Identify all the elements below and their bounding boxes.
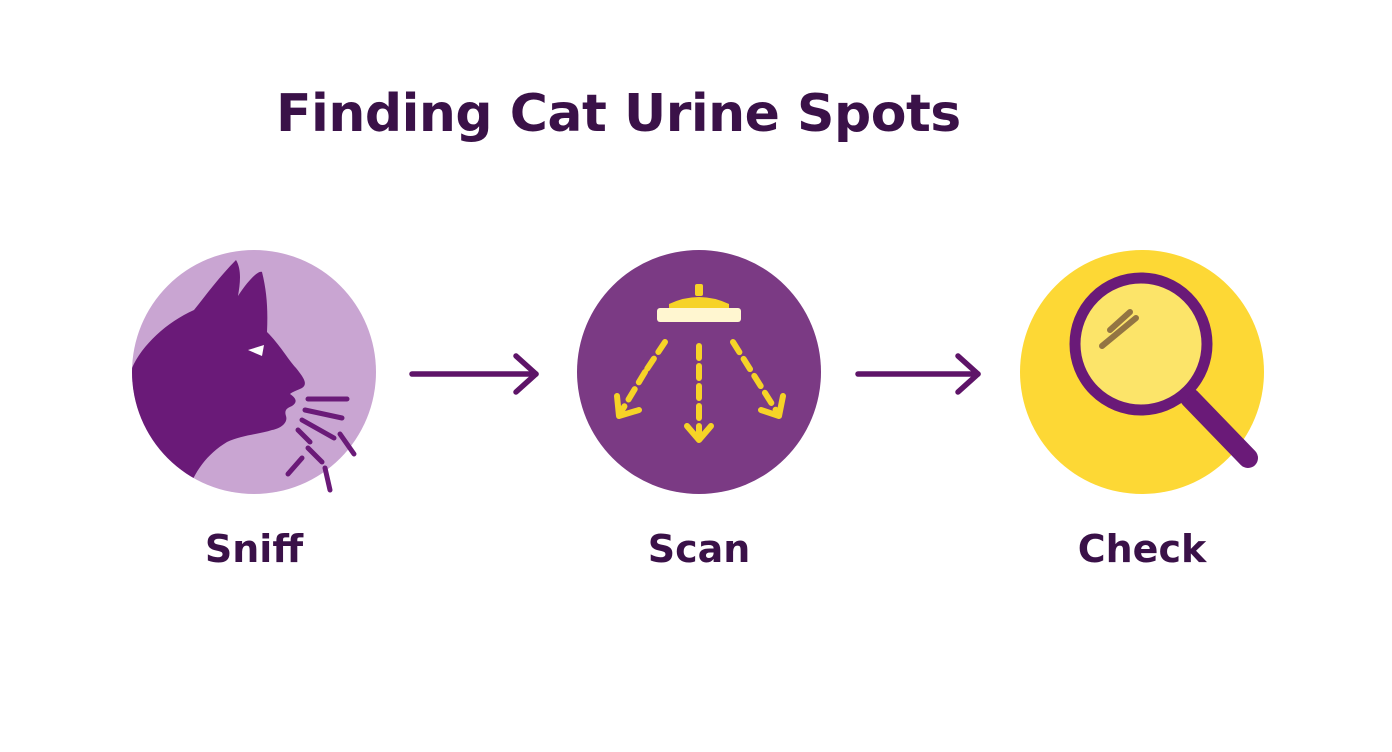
step-label-check: Check bbox=[1077, 527, 1207, 571]
magnifying-glass-icon bbox=[1020, 250, 1264, 494]
sniffing-cat-icon bbox=[132, 250, 376, 494]
arrow-right-icon bbox=[855, 353, 981, 395]
lens-glint bbox=[1099, 309, 1139, 349]
lamp-light-bar bbox=[657, 308, 741, 322]
step-sniff bbox=[132, 250, 376, 494]
lamp-body bbox=[669, 284, 729, 308]
step-label-scan: Scan bbox=[647, 527, 751, 571]
connector-arrow-2 bbox=[852, 348, 992, 400]
cat-silhouette bbox=[132, 260, 305, 494]
sniff-lines-icon bbox=[285, 396, 357, 493]
page-title: Finding Cat Urine Spots bbox=[276, 84, 961, 144]
arrow-right-icon bbox=[409, 353, 539, 395]
step-scan bbox=[577, 250, 821, 494]
step-check bbox=[1020, 250, 1264, 494]
step-label-sniff: Sniff bbox=[204, 527, 304, 571]
magnifier-handle bbox=[1180, 388, 1258, 468]
connector-arrow-1 bbox=[406, 348, 546, 400]
magnifier-lens bbox=[1069, 272, 1213, 416]
light-ray-arrows bbox=[614, 339, 786, 443]
uv-lamp-icon bbox=[577, 250, 821, 494]
cat-eye bbox=[248, 345, 264, 356]
